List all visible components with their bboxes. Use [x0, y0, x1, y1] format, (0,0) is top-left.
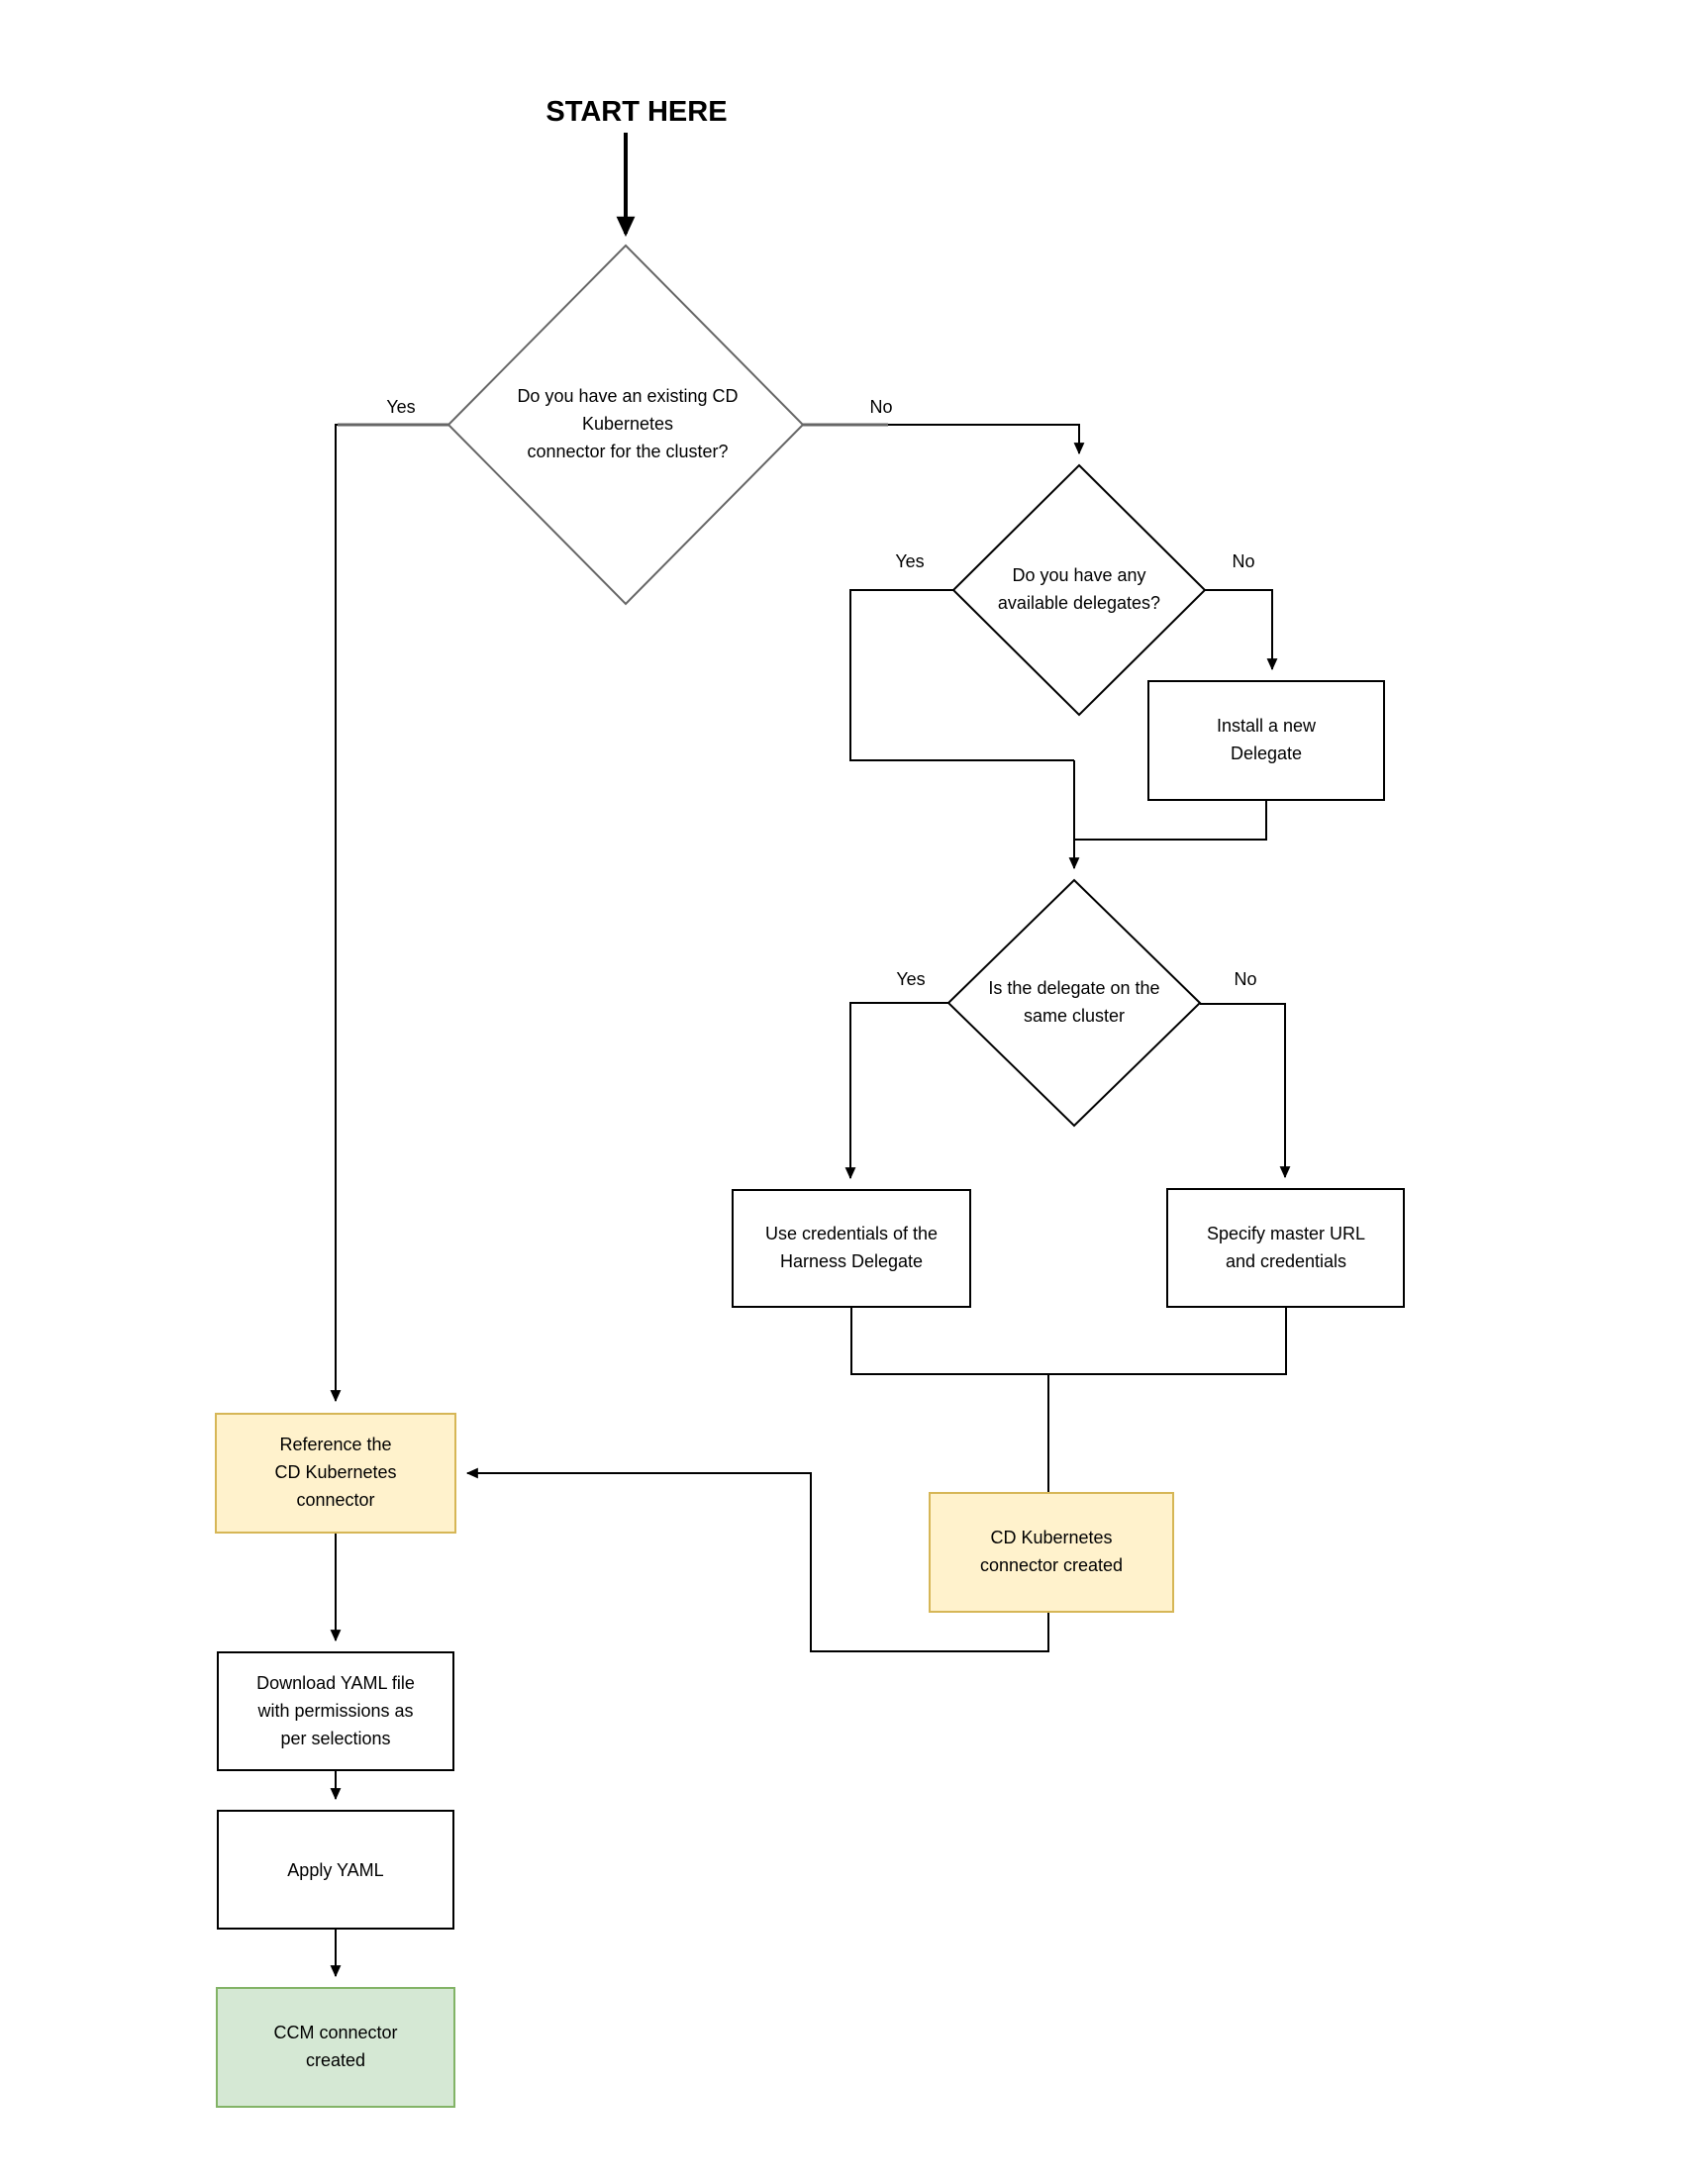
terminal-cd-connector-created: CD Kubernetes connector created	[929, 1492, 1174, 1613]
highlight-text: connector	[296, 1490, 374, 1510]
decision-text: connector for the cluster?	[527, 442, 728, 461]
process-box	[1166, 1188, 1405, 1308]
decision-diamond	[446, 244, 805, 606]
decision-text: Do you have any	[1012, 565, 1145, 585]
process-text: Delegate	[1231, 744, 1302, 763]
edge-install-out	[1074, 800, 1267, 841]
decision-diamond	[951, 463, 1207, 717]
decision-diamond	[946, 878, 1202, 1128]
decision-existing-cd-connector: Do you have an existing CD Kubernetes co…	[446, 244, 805, 606]
decision-text: Is the delegate on the	[988, 978, 1159, 998]
edge-decision3-yes	[844, 1002, 948, 1180]
decision-text: available delegates?	[998, 593, 1160, 613]
edge-decision1-yes	[330, 424, 448, 1403]
decision-available-delegates: Do you have any available delegates?	[951, 463, 1207, 717]
process-use-delegate-credentials: Use credentials of the Harness Delegate	[732, 1189, 971, 1308]
start-here-title: START HERE	[545, 96, 727, 128]
edge-cd-created-to-reference	[465, 1467, 1049, 1652]
highlight-text: Reference the	[279, 1435, 391, 1454]
process-text: Apply YAML	[287, 1860, 383, 1880]
terminal-reference-cd-connector: Reference the CD Kubernetes connector	[215, 1413, 456, 1534]
label-yes: Yes	[895, 551, 924, 571]
highlight-box	[929, 1492, 1174, 1613]
process-text: and credentials	[1226, 1251, 1346, 1271]
process-install-new-delegate: Install a new Delegate	[1147, 680, 1385, 801]
success-text: created	[306, 2050, 365, 2070]
process-specify-master-url: Specify master URL and credentials	[1166, 1188, 1405, 1308]
decision-text: Kubernetes	[582, 414, 673, 434]
decision-delegate-same-cluster: Is the delegate on the same cluster	[946, 878, 1202, 1128]
process-box	[217, 1810, 454, 1930]
process-text: per selections	[280, 1729, 390, 1748]
edge-use-credentials-out	[850, 1307, 1048, 1375]
label-no: No	[1234, 969, 1256, 989]
process-download-yaml: Download YAML file with permissions as p…	[217, 1651, 454, 1771]
terminal-ccm-connector-created: CCM connector created	[216, 1987, 455, 2108]
process-text: Use credentials of the	[765, 1224, 938, 1243]
edge-decision3-no	[1200, 1003, 1291, 1179]
process-box	[732, 1189, 971, 1308]
highlight-text: CD Kubernetes	[274, 1462, 396, 1482]
process-text: Install a new	[1217, 716, 1317, 736]
label-no: No	[869, 397, 892, 417]
success-box	[216, 1987, 455, 2108]
highlight-box	[215, 1413, 456, 1534]
label-no: No	[1232, 551, 1254, 571]
edge-specify-out	[1048, 1307, 1287, 1375]
decision-text: same cluster	[1024, 1006, 1125, 1026]
edge-decision2-yes	[849, 589, 1074, 761]
process-text: Download YAML file	[256, 1673, 415, 1693]
process-box	[217, 1651, 454, 1771]
edge-decision1-no	[803, 424, 1085, 455]
highlight-text: connector created	[980, 1555, 1123, 1575]
label-yes: Yes	[386, 397, 415, 417]
process-text: with permissions as	[256, 1701, 413, 1721]
label-yes: Yes	[896, 969, 925, 989]
process-apply-yaml: Apply YAML	[217, 1810, 454, 1930]
highlight-text: CD Kubernetes	[990, 1528, 1112, 1547]
edge-decision2-no	[1205, 589, 1278, 671]
process-text: Harness Delegate	[780, 1251, 923, 1271]
process-text: Specify master URL	[1207, 1224, 1365, 1243]
process-box	[1147, 680, 1385, 801]
decision-text: Do you have an existing CD	[517, 386, 738, 406]
success-text: CCM connector	[273, 2023, 397, 2042]
